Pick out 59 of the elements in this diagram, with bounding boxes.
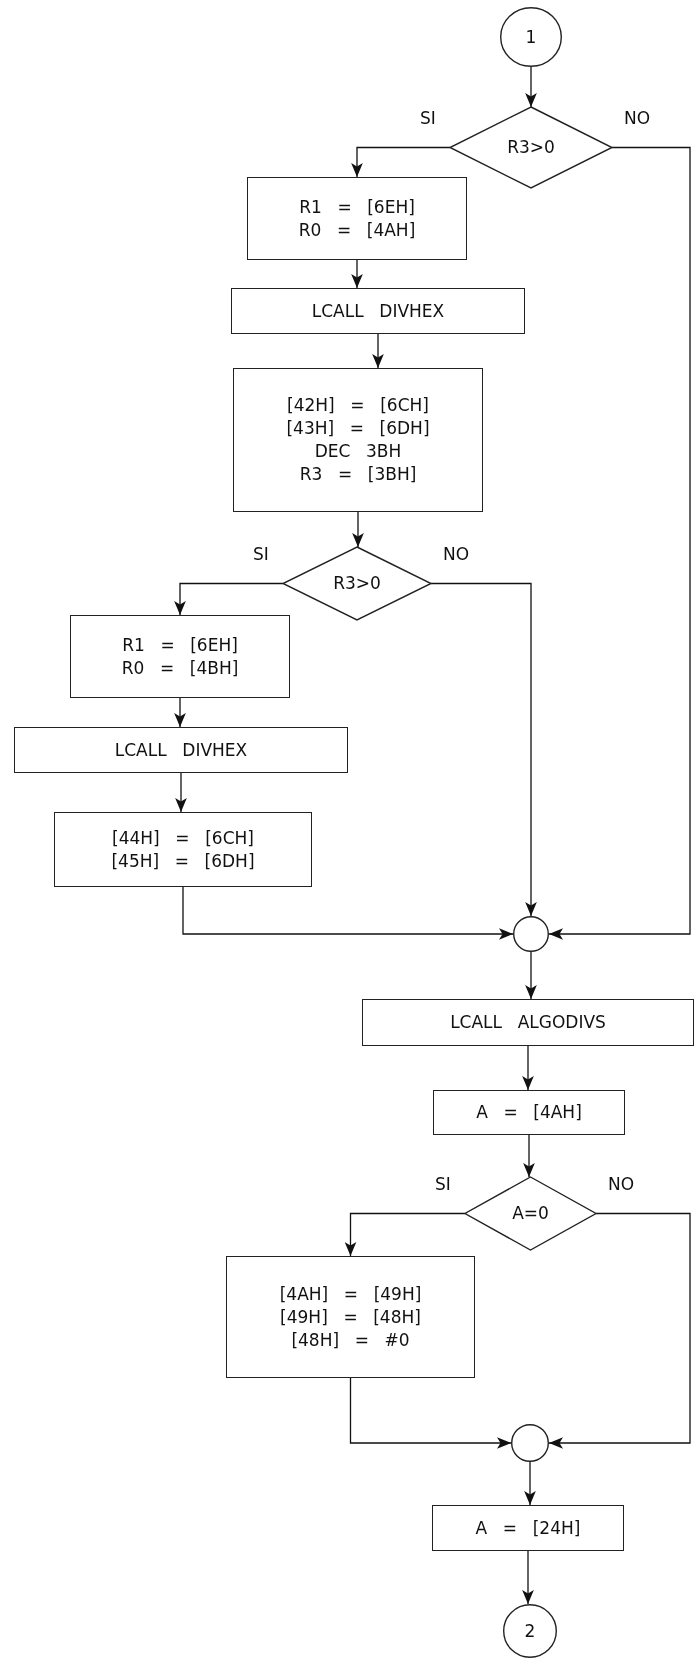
node-text: R3>0 — [333, 572, 381, 595]
node-text: R0 = [4BH] — [121, 656, 239, 680]
node-text: [4AH] = [49H] — [279, 1282, 422, 1306]
process-box — [233, 368, 483, 512]
junction-circle — [513, 916, 549, 952]
node-text: [42H] = [6CH] — [287, 394, 429, 417]
process-box — [54, 812, 312, 887]
node-text: [44H] = [6CH] — [112, 826, 254, 850]
node-text: DEC 3BH — [314, 440, 402, 463]
arrow — [522, 1045, 534, 1091]
junction-circle — [511, 1424, 549, 1462]
decision-diamond — [283, 547, 431, 620]
arrow — [523, 1134, 535, 1178]
arrow — [525, 951, 537, 1000]
arrow — [351, 259, 363, 289]
node-text: LCALL DIVHEX — [311, 299, 445, 323]
node-text: R3 = [3BH] — [299, 463, 417, 486]
node-text: [49H] = [48H] — [280, 1305, 421, 1329]
node-text: A = [4AH] — [476, 1101, 582, 1124]
node-text: R0 = [4AH] — [298, 218, 416, 242]
process-box — [14, 727, 348, 773]
process-box — [231, 288, 525, 334]
process-box — [226, 1256, 475, 1378]
node-text: R3>0 — [507, 136, 555, 159]
decision-diamond — [465, 1177, 596, 1250]
node-text: A = [24H] — [475, 1516, 581, 1540]
node-text: [43H] = [6DH] — [286, 417, 430, 440]
arrow — [522, 1550, 534, 1605]
arrow — [372, 333, 384, 369]
connector-circle — [503, 1604, 557, 1658]
node-text: A=0 — [512, 1202, 549, 1225]
arrow — [525, 66, 537, 108]
arrow — [174, 582, 284, 616]
arrow — [548, 1212, 691, 1449]
node-text: 1 — [525, 25, 537, 49]
connector-circle — [500, 7, 562, 67]
process-box — [432, 1505, 624, 1551]
node-text: LCALL DIVHEX — [114, 738, 248, 762]
node-text: LCALL ALGODIVS — [450, 1011, 606, 1034]
arrow — [352, 511, 364, 548]
node-text: 2 — [524, 1619, 536, 1643]
process-box — [433, 1090, 625, 1135]
arrow — [349, 1377, 512, 1449]
process-box — [70, 615, 290, 698]
node-text: R1 = [6EH] — [122, 633, 238, 657]
process-box — [362, 999, 694, 1046]
node-text: [45H] = [6DH] — [111, 849, 255, 873]
arrow — [344, 1212, 466, 1257]
arrow — [351, 146, 451, 178]
arrow — [430, 582, 537, 917]
arrow — [524, 1461, 536, 1506]
node-text: R1 = [6EH] — [299, 195, 415, 219]
decision-diamond — [450, 107, 612, 188]
node-text: [48H] = #0 — [291, 1328, 410, 1352]
arrow — [548, 146, 691, 940]
arrow — [175, 772, 187, 813]
process-box — [247, 177, 467, 260]
arrow — [174, 697, 186, 728]
arrow — [182, 886, 514, 940]
